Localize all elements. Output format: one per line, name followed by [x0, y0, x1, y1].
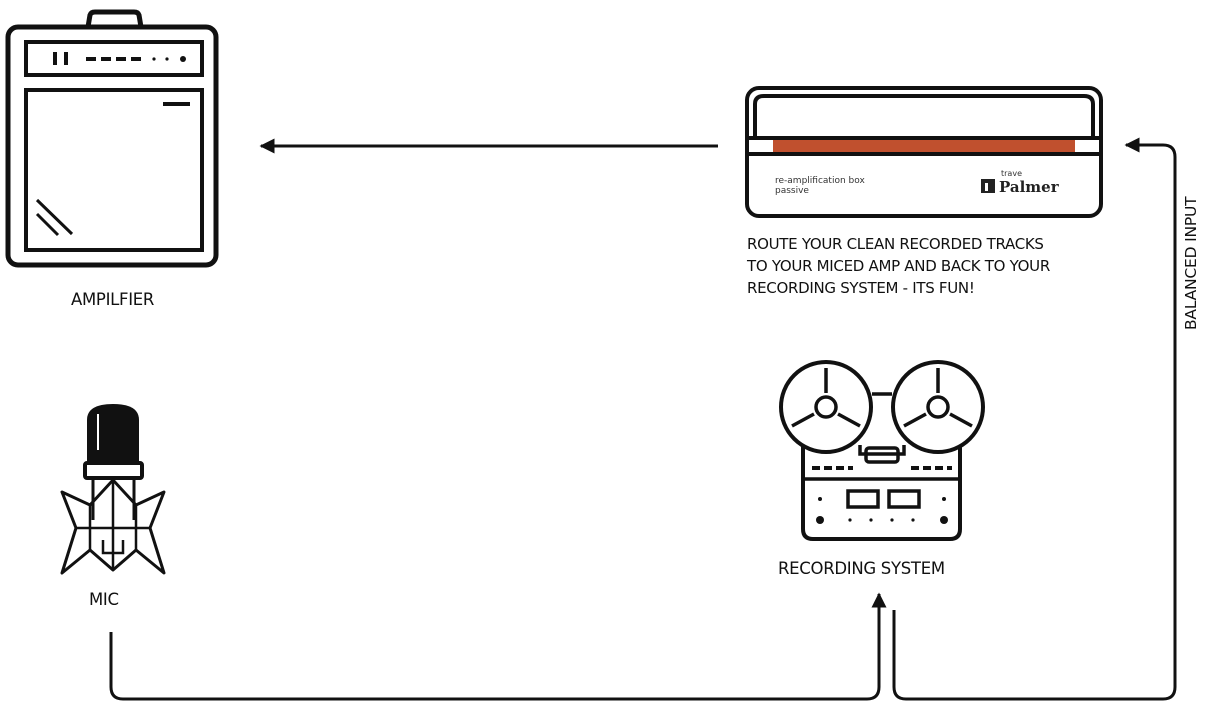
reamp-box-accent-strip: [773, 140, 1075, 152]
reel-to-reel-recorder-icon: [779, 360, 985, 541]
microphone-icon: [60, 404, 166, 575]
diagram-caption: ROUTE YOUR CLEAN RECORDED TRACKS TO YOUR…: [747, 233, 1127, 299]
caption-line-2: TO YOUR MICED AMP AND BACK TO YOUR: [747, 257, 1050, 275]
caption-line-1: ROUTE YOUR CLEAN RECORDED TRACKS: [747, 235, 1044, 253]
reamp-box-icon: re-amplification box passive trave Palme…: [745, 86, 1103, 218]
brand-small-text: trave: [1001, 169, 1022, 178]
amplifier-icon: [5, 9, 219, 268]
reamp-box-label-line2: passive: [775, 186, 809, 196]
cable-mic-to-recorder: [109, 592, 887, 701]
reamp-box-label-line1: re-amplification box: [775, 176, 865, 186]
balanced-input-label: BALANCED INPUT: [1182, 196, 1200, 330]
caption-line-3: RECORDING SYSTEM - ITS FUN!: [747, 279, 975, 297]
recording-system-label: RECORDING SYSTEM: [778, 559, 945, 578]
cable-recorder-to-reamp: [892, 137, 1177, 701]
brand-name: Palmer: [999, 178, 1060, 196]
mic-label: MIC: [89, 590, 119, 609]
amplifier-label: AMPILFIER: [71, 290, 155, 309]
